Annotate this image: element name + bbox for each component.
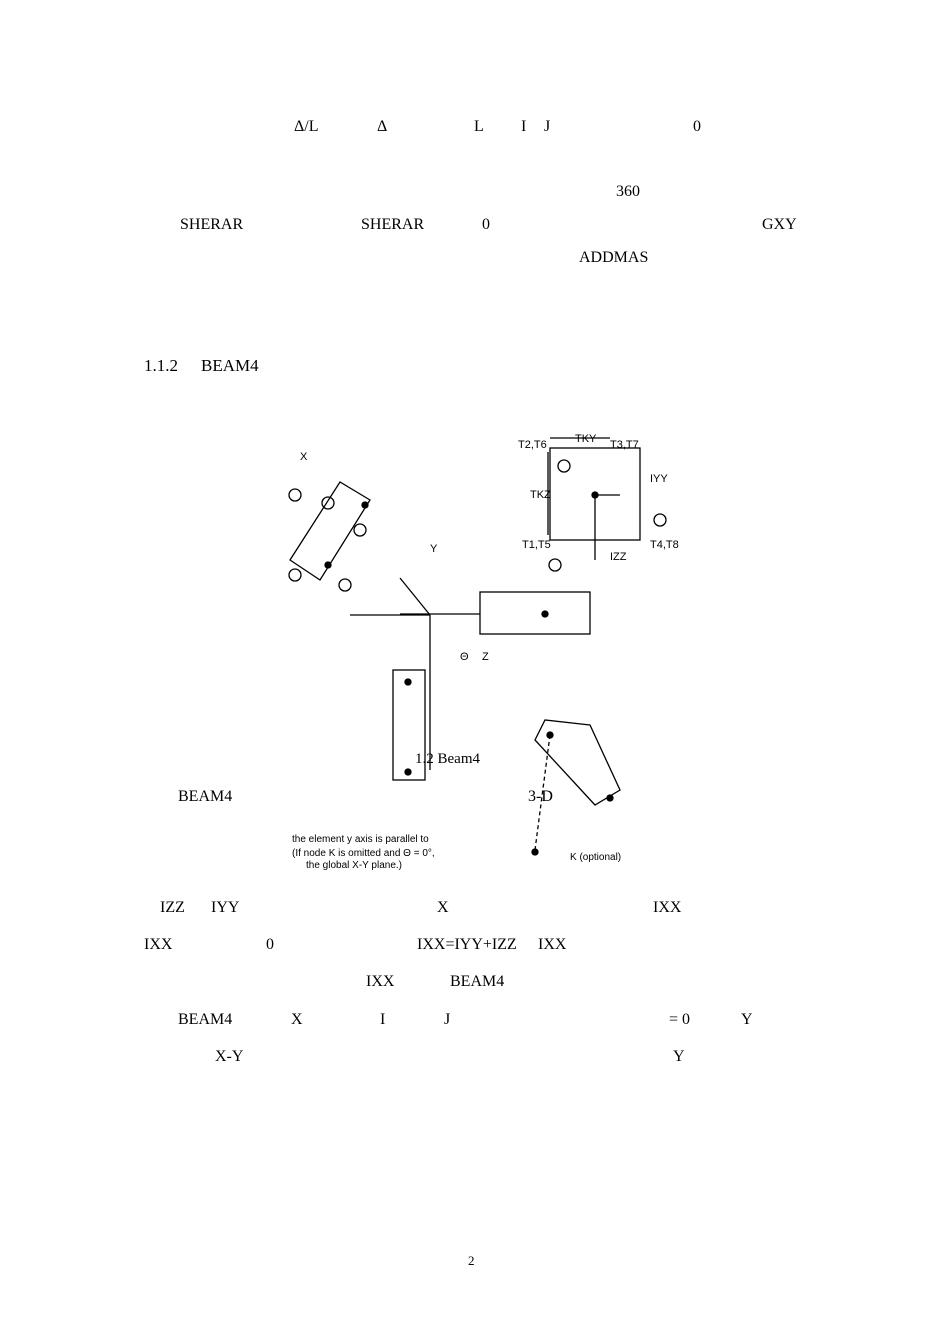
text-fragment: = 0 (669, 1011, 691, 1028)
figure-side-label-right: 3-D (528, 788, 553, 805)
text-fragment: SHERAR (361, 216, 425, 233)
text-fragment: I (380, 1011, 386, 1028)
circle-2-beam-icon (321, 496, 335, 510)
text-fragment: IXX (366, 973, 395, 990)
text-fragment: Δ (377, 118, 388, 135)
page-number: 2 (468, 1253, 475, 1268)
node-dot (541, 610, 549, 618)
label-axis-y: Y (430, 543, 438, 555)
label-t4t8: T4,T8 (650, 539, 679, 551)
text-fragment: Y (741, 1011, 753, 1028)
label-t3t7: T3,T7 (610, 439, 639, 451)
label-axis-z: Z (482, 651, 489, 663)
beam-horizontal (479, 591, 591, 635)
circle-4-beam-icon (338, 578, 352, 592)
node-dot (606, 794, 614, 802)
beam-to-axis-line (399, 577, 431, 616)
section-number: 1.1.2 (144, 356, 178, 375)
circle-1-beam-icon (288, 568, 302, 582)
text-fragment: IXX (538, 936, 567, 953)
text-fragment: IXX=IYY+IZZ (417, 936, 517, 953)
text-fragment: 360 (616, 183, 640, 200)
text-fragment: X-Y (215, 1048, 244, 1065)
node-dot (324, 561, 332, 569)
node-k-dot (531, 848, 539, 856)
note-line3: the global X-Y plane.) (306, 860, 402, 870)
text-fragment: X (437, 899, 449, 916)
beam4-geometry-figure: T2,T6 T3,T7 TKY TKZ IYY IZZ T1,T5 T4,T8 … (288, 433, 679, 870)
label-tkz: TKZ (530, 489, 551, 501)
text-fragment: Y (673, 1048, 685, 1065)
text-fragment: BEAM4 (178, 1011, 233, 1028)
label-axis-x: X (300, 451, 308, 463)
label-node-k: K (optional) (570, 852, 621, 863)
text-fragment: X (291, 1011, 303, 1028)
text-fragment: 0 (266, 936, 274, 953)
text-fragment: BEAM4 (450, 973, 505, 990)
beam-vertical (392, 669, 426, 781)
text-fragment: IXX (653, 899, 682, 916)
label-iyy: IYY (650, 473, 668, 485)
node-dot (404, 768, 412, 776)
circle-5-beam-icon (288, 488, 302, 502)
text-fragment: J (444, 1011, 451, 1028)
text-fragment: J (544, 118, 551, 135)
beam-inclined-top (289, 481, 371, 581)
label-t2t6: T2,T6 (518, 439, 547, 451)
section-title: BEAM4 (201, 356, 259, 375)
text-fragment: IXX (144, 936, 173, 953)
circle-2-icon (653, 513, 667, 527)
note-line2: the element y axis is parallel to (292, 834, 429, 845)
label-t1t5: T1,T5 (522, 539, 551, 551)
beam-inclined-bottom (534, 719, 621, 806)
node-dot (404, 678, 412, 686)
note-line1: (If node K is omitted and Θ = 0°, (292, 848, 435, 859)
k-dashed-line (534, 734, 551, 851)
node-dot (361, 501, 369, 509)
label-theta: Θ (460, 651, 469, 663)
text-fragment: Δ/L (294, 118, 319, 135)
text-fragment: SHERAR (180, 216, 244, 233)
text-fragment: GXY (762, 216, 797, 233)
label-tky: TKY (575, 433, 597, 445)
circle-1-icon (548, 558, 562, 572)
text-fragment: I (521, 118, 527, 135)
figure-caption: 1.2 Beam4 (415, 751, 480, 767)
text-fragment: L (474, 118, 484, 135)
label-izz: IZZ (610, 551, 627, 563)
figure-side-label-left: BEAM4 (178, 788, 233, 805)
text-fragment: 0 (693, 118, 701, 135)
text-fragment: IYY (211, 899, 240, 916)
circle-5-icon (557, 459, 571, 473)
text-fragment: ADDMAS (579, 249, 649, 266)
text-fragment: IZZ (160, 899, 185, 916)
text-fragment: 0 (482, 216, 490, 233)
circle-3-beam-icon (353, 523, 367, 537)
